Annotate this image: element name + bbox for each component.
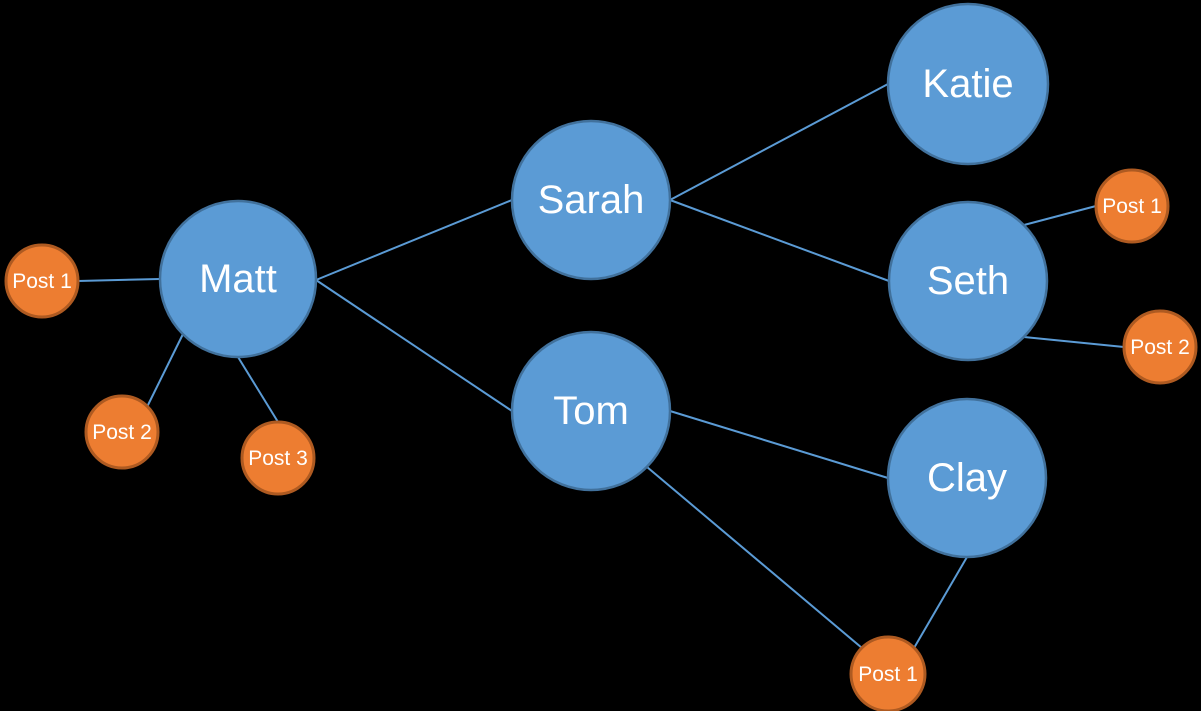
edge-matt-sarah [315, 199, 513, 281]
person-circle [887, 200, 1049, 362]
edge-matt-post3-matt [237, 356, 279, 423]
person-circle [886, 397, 1048, 559]
node-post1-tom-clay: Post 1 [849, 635, 927, 711]
edge-seth-post1-seth [1023, 205, 1097, 226]
person-circle [510, 119, 672, 281]
post-circle [1122, 309, 1198, 385]
edge-matt-tom [315, 279, 513, 412]
node-post1-matt: Post 1 [4, 243, 80, 319]
person-circle [158, 199, 318, 359]
post-circle [240, 420, 316, 496]
node-seth: Seth [887, 200, 1049, 362]
node-katie: Katie [886, 2, 1050, 166]
edge-sarah-seth [669, 199, 890, 282]
person-circle [886, 2, 1050, 166]
edge-seth-post2-seth [1023, 336, 1125, 348]
edge-tom-clay [669, 410, 889, 479]
edge-sarah-katie [669, 83, 889, 201]
node-post2-seth: Post 2 [1122, 309, 1198, 385]
edge-matt-post2-matt [146, 333, 184, 408]
node-clay: Clay [886, 397, 1048, 559]
node-post1-seth: Post 1 [1094, 168, 1170, 244]
post-circle [1094, 168, 1170, 244]
post-circle [84, 394, 160, 470]
node-tom: Tom [510, 330, 672, 492]
node-post2-matt: Post 2 [84, 394, 160, 470]
node-post3-matt: Post 3 [240, 420, 316, 496]
person-circle [510, 330, 672, 492]
post-circle [4, 243, 80, 319]
post-circle [849, 635, 927, 711]
edge-clay-post1-tom-clay [913, 556, 968, 649]
edge-tom-post1-tom-clay [646, 466, 863, 649]
edge-matt-post1-matt [77, 278, 161, 282]
node-sarah: Sarah [510, 119, 672, 281]
node-matt: Matt [158, 199, 318, 359]
